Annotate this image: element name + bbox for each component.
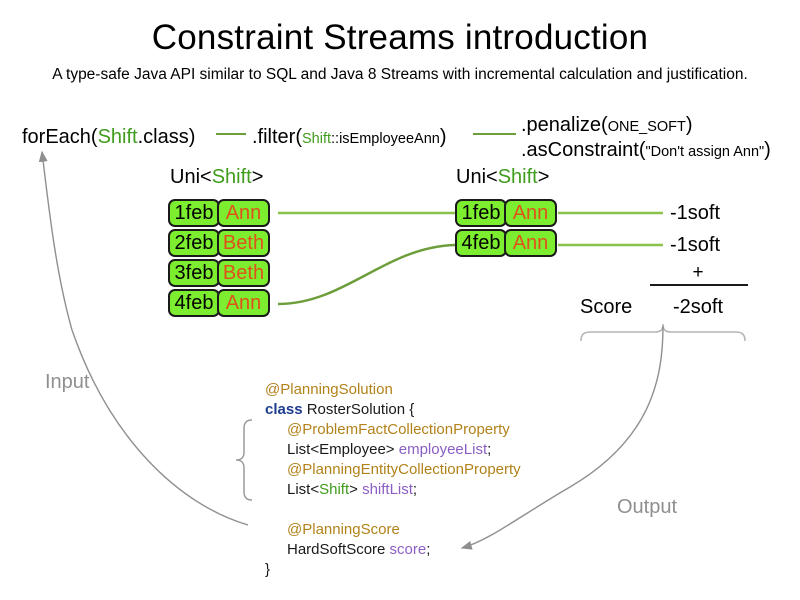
tuple-date-cell: 4feb — [168, 289, 220, 317]
as-constraint-suffix: ) — [764, 139, 771, 161]
code-token-typ: HardSoftScore — [287, 541, 390, 558]
tuple-date-cell: 3feb — [168, 259, 220, 287]
tuple-date-cell: 2feb — [168, 229, 220, 257]
tuple-date-cell: 1feb — [168, 199, 220, 227]
pipeline-filter: .filter(Shift::isEmployeeAnn) — [252, 126, 447, 149]
tuple-employee-cell: Ann — [504, 199, 557, 227]
uni-label-left: Uni<Shift> — [170, 166, 263, 189]
filter-prefix: .filter( — [252, 126, 302, 148]
pipeline-penalize: .penalize(ONE_SOFT) — [521, 114, 693, 137]
code-token-fld: employeeList — [398, 441, 488, 458]
code-token-ann: @PlanningScore — [287, 521, 400, 538]
code-token-gshift: Shift — [319, 481, 350, 498]
code-token-typ: > — [349, 481, 363, 498]
filter-suffix: ) — [439, 126, 447, 148]
code-line: @PlanningSolution — [265, 380, 521, 400]
code-line — [265, 500, 521, 520]
code-token-kw: class — [265, 401, 303, 418]
uni-right-prefix: Uni< — [456, 166, 498, 188]
code-token-fld: score — [389, 541, 427, 558]
code-line: List<Employee> employeeList; — [265, 440, 521, 460]
code-token-ann: @PlanningEntityCollectionProperty — [287, 461, 521, 478]
code-line: @PlanningScore — [265, 520, 521, 540]
penalize-arg: ONE_SOFT — [607, 119, 686, 135]
code-token-typ: } — [265, 561, 271, 578]
code-token-ann: @ProblemFactCollectionProperty — [287, 421, 510, 438]
tuple-date-cell: 4feb — [455, 229, 507, 257]
score-operator: + — [692, 262, 704, 283]
uni-left-prefix: Uni< — [170, 166, 212, 188]
code-line: } — [265, 560, 521, 580]
tuple-date-cell: 1feb — [455, 199, 507, 227]
as-constraint-prefix: .asConstraint( — [521, 139, 646, 161]
code-token-typ: List< — [287, 481, 320, 498]
code-token-ann: @PlanningSolution — [265, 381, 393, 398]
code-line: class RosterSolution { — [265, 400, 521, 420]
code-token-typ: List<Employee> — [287, 441, 399, 458]
stream-link-4feb — [277, 243, 456, 306]
impact-label-1: -1soft — [670, 202, 721, 224]
code-token-typ: ; — [487, 441, 492, 458]
code-token-typ: ; — [426, 541, 431, 558]
uni-left-type: Shift — [211, 166, 252, 188]
foreach-suffix: .class) — [137, 126, 196, 148]
uni-label-right: Uni<Shift> — [456, 166, 549, 189]
score-brace — [580, 323, 746, 342]
tuple-employee-cell: Ann — [504, 229, 557, 257]
output-label: Output — [617, 496, 678, 518]
as-constraint-arg: "Don't assign Ann" — [645, 144, 765, 160]
code-token-typ: ; — [412, 481, 418, 498]
code-line: @ProblemFactCollectionProperty — [265, 420, 521, 440]
code-token-fld: shiftList — [362, 481, 413, 498]
penalize-suffix: ) — [685, 114, 693, 136]
penalize-prefix: .penalize( — [521, 114, 608, 136]
filter-type: Shift — [302, 131, 332, 147]
tuple-employee-cell: Ann — [217, 289, 270, 317]
foreach-type: Shift — [97, 126, 138, 148]
score-total: -2soft — [672, 296, 724, 318]
input-label: Input — [45, 371, 90, 393]
page-title: Constraint Streams introduction — [151, 18, 649, 57]
tuple-employee-cell: Beth — [217, 259, 270, 287]
uni-right-suffix: > — [537, 166, 550, 188]
code-line: @PlanningEntityCollectionProperty — [265, 460, 521, 480]
pipeline-foreach: forEach(Shift.class) — [22, 126, 195, 149]
tuple-employee-cell: Beth — [217, 229, 270, 257]
code-token-typ — [265, 501, 269, 518]
foreach-prefix: forEach( — [22, 126, 98, 148]
uni-right-type: Shift — [497, 166, 538, 188]
uni-left-suffix: > — [251, 166, 264, 188]
code-line: HardSoftScore score; — [265, 540, 521, 560]
code-fields-brace — [235, 419, 253, 501]
pipeline-as-constraint: .asConstraint("Don't assign Ann") — [521, 139, 771, 162]
page-subtitle: A type-safe Java API similar to SQL and … — [52, 66, 748, 83]
filter-method: ::isEmployeeAnn — [331, 131, 440, 147]
impact-label-2: -1soft — [670, 234, 721, 256]
tuple-employee-cell: Ann — [217, 199, 270, 227]
score-label: Score — [580, 296, 633, 318]
code-line: List<Shift> shiftList; — [265, 480, 521, 500]
code-token-typ: RosterSolution { — [302, 401, 415, 418]
